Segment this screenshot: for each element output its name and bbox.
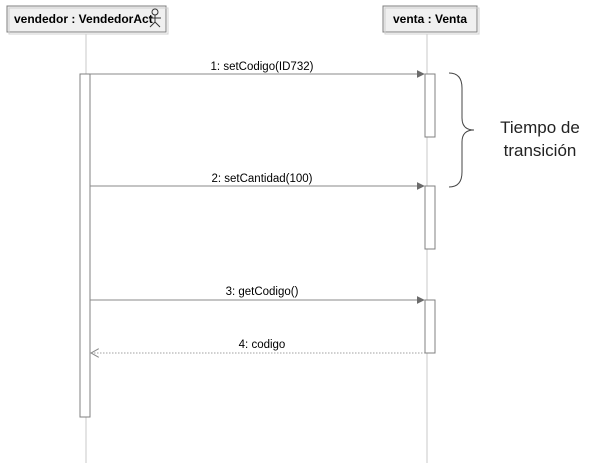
lifeline-header-venta-label: venta : Venta [393, 12, 467, 26]
actor-icon [149, 8, 161, 28]
activation-venta-2 [424, 185, 436, 250]
message-3[interactable]: 3: getCodigo() [90, 286, 425, 304]
activation-venta-1 [424, 73, 436, 138]
message-2-label: 2: setCantidad(100) [211, 173, 312, 185]
curly-brace [448, 72, 475, 188]
lifeline-header-vendedor[interactable]: vendedor : VendedorAct [6, 5, 169, 35]
message-4[interactable]: 4: codigo [91, 339, 425, 353]
message-1-label: 1: setCodigo(ID732) [211, 61, 314, 73]
message-1[interactable]: 1: setCodigo(ID732) [90, 61, 425, 78]
annotation-line-2: transición [504, 141, 577, 160]
lifeline-header-venta[interactable]: venta : Venta [382, 5, 480, 35]
message-4-label: 4: codigo [239, 339, 286, 351]
message-3-label: 3: getCodigo() [226, 286, 299, 298]
lifeline-header-vendedor-label: vendedor : VendedorAct [14, 12, 153, 26]
annotation-line-1: Tiempo de [500, 118, 580, 137]
message-2[interactable]: 2: setCantidad(100) [90, 173, 425, 190]
activation-venta-3 [424, 299, 436, 354]
activation-vendedor [79, 73, 91, 418]
